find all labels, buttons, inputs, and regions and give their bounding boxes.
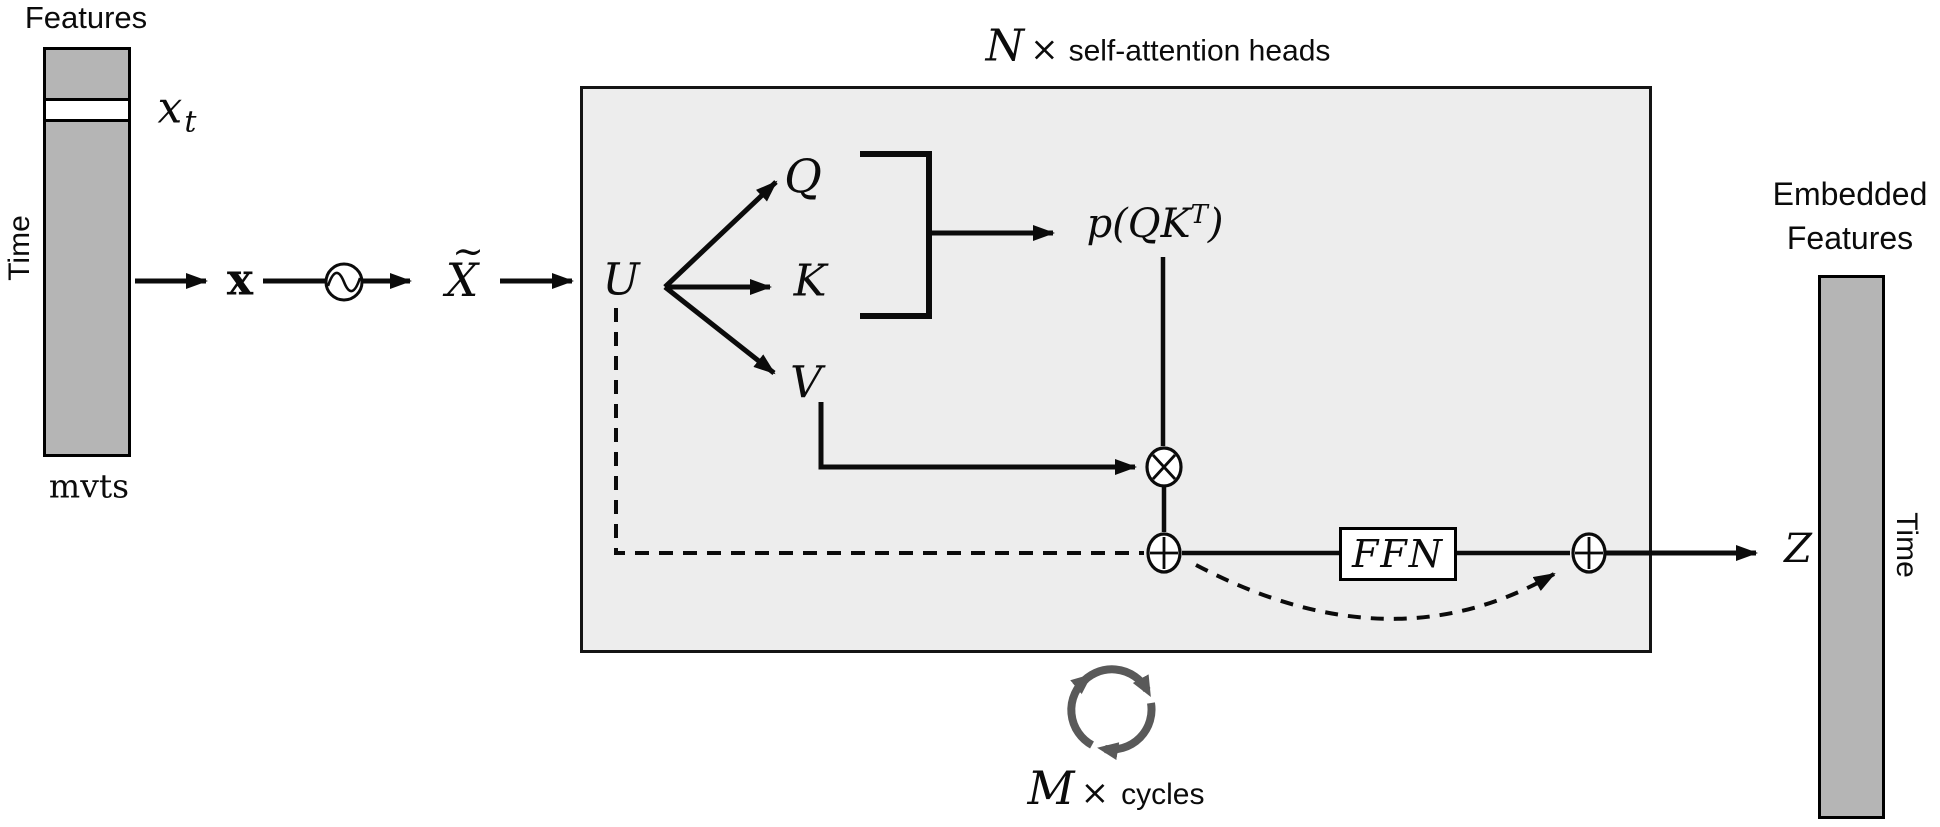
mvts-label: mvts xyxy=(48,466,130,506)
sine-wave-icon xyxy=(326,271,362,293)
dashed-residual-u-to-add xyxy=(614,308,1144,555)
multiply-icon xyxy=(1145,446,1183,488)
x-tilde-label: ~ X xyxy=(445,229,484,307)
embedded-features-title: Embedded Features xyxy=(1772,176,1928,256)
q-label: Q xyxy=(784,149,822,203)
add-icon-residual1 xyxy=(1146,532,1182,574)
x-vector-label: x xyxy=(226,254,254,306)
timestep-row-highlight xyxy=(46,98,128,122)
arrow-v-to-multiply xyxy=(818,402,1137,475)
v-label: V xyxy=(790,357,822,409)
attention-box-title: N × self-attention heads xyxy=(985,20,1331,72)
arrow-u-to-v xyxy=(663,285,776,375)
features-axis-label: Features xyxy=(24,0,148,35)
cycles-caption: M × cycles xyxy=(1027,761,1205,815)
input-feature-bar xyxy=(43,47,131,457)
times-symbol: × xyxy=(1080,773,1110,813)
add-icon-residual2 xyxy=(1571,532,1607,574)
z-output-label: Z xyxy=(1784,526,1812,572)
u-label: U xyxy=(602,254,640,306)
dashed-skip-around-ffn xyxy=(1195,563,1556,621)
arrow-u-to-q xyxy=(663,180,778,289)
time-axis-label-left: Time xyxy=(3,215,36,281)
time-axis-label-right: Time xyxy=(1890,512,1923,578)
cycle-arrows-icon xyxy=(1067,665,1156,760)
tilde-accent: ~ xyxy=(452,229,484,273)
embedded-feature-bar xyxy=(1818,275,1885,819)
k-label: K xyxy=(793,255,827,307)
ffn-block: FFN xyxy=(1339,527,1457,581)
times-symbol: × xyxy=(1030,29,1059,70)
ffn-label: FFN xyxy=(1352,532,1444,576)
qk-bracket xyxy=(860,151,932,319)
